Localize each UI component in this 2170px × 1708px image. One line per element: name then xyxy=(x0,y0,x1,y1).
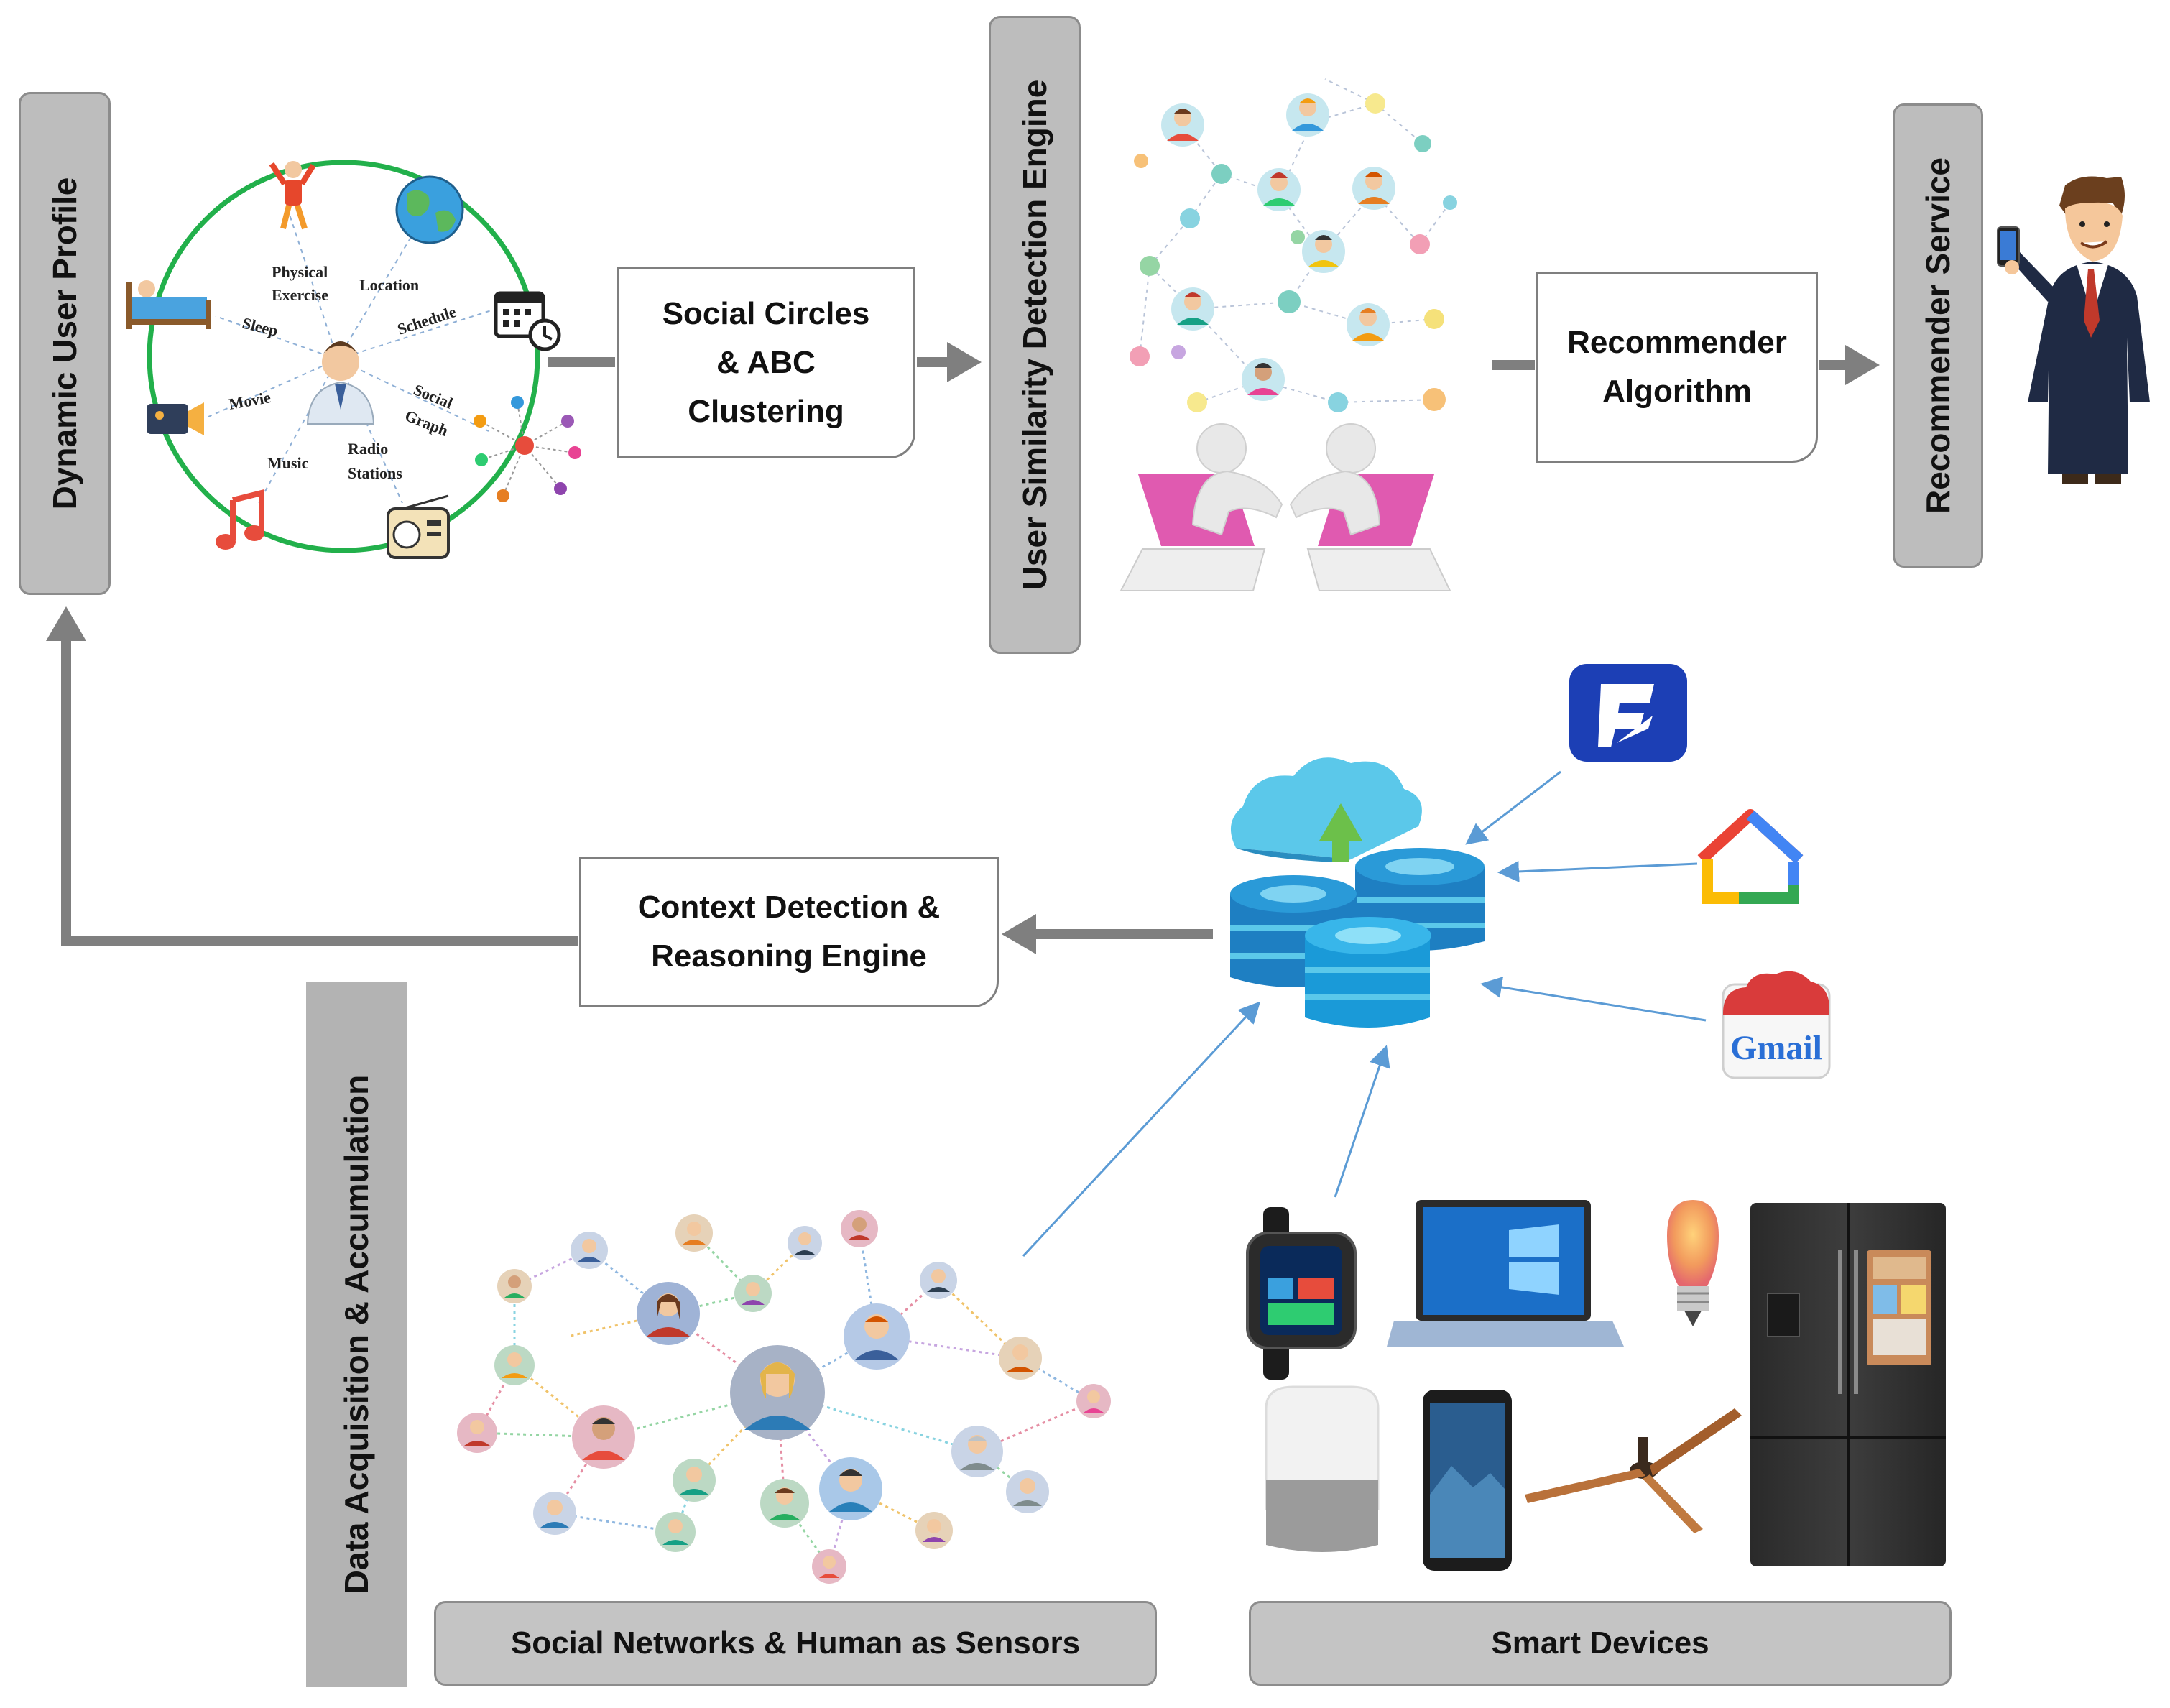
context-exercise: Exercise xyxy=(272,286,328,304)
data-acquisition-box: Data Acquisition & Accumulation xyxy=(306,982,407,1687)
user-similarity-engine-box: User Similarity Detection Engine xyxy=(989,16,1081,654)
user-profile-illustration: Physical Exercise Location Schedule Slee… xyxy=(126,160,581,559)
handshake-icon xyxy=(1119,423,1451,591)
social-networks-box: Social Networks & Human as Sensors xyxy=(434,1601,1157,1686)
flow-arrow-algorithm-to-service xyxy=(1819,345,1880,385)
context-location: Location xyxy=(359,276,419,294)
social-networks-label: Social Networks & Human as Sensors xyxy=(510,1625,1081,1661)
network-people-nodes xyxy=(457,1210,1111,1584)
context-engine-label: Context Detection & Reasoning Engine xyxy=(637,889,941,974)
network-people-icons xyxy=(1161,93,1395,401)
context-radio: Radio xyxy=(348,440,388,458)
music-note-icon xyxy=(216,489,264,550)
businessman-icon xyxy=(1997,176,2150,484)
smartphone-icon xyxy=(1423,1390,1512,1571)
social-circles-box: Social Circles & ABC Clustering xyxy=(617,267,915,458)
context-schedule: Schedule xyxy=(395,303,458,338)
ceiling-fan-icon xyxy=(1525,1408,1742,1533)
laptop-icon xyxy=(1387,1200,1624,1347)
globe-icon xyxy=(395,175,464,244)
gmail-logo-text: Gmail xyxy=(1730,1029,1822,1067)
data-arrows xyxy=(1022,770,1707,1257)
smart-bulb-icon xyxy=(1667,1200,1719,1326)
smart-devices-label: Smart Devices xyxy=(1491,1625,1709,1661)
cloud-database-icon xyxy=(1230,757,1485,1028)
context-movie: Movie xyxy=(228,388,272,413)
calendar-icon xyxy=(494,291,561,351)
context-physical: Physical xyxy=(272,263,328,281)
user-avatar-icon xyxy=(306,341,375,425)
social-graph-icon xyxy=(474,396,581,502)
bed-icon xyxy=(126,280,211,329)
google-home-icon xyxy=(1697,809,1804,904)
smart-fridge-icon xyxy=(1750,1203,1946,1566)
similarity-network-illustration xyxy=(1119,78,1457,591)
context-engine-box: Context Detection & Reasoning Engine xyxy=(579,857,999,1007)
exercise-icon xyxy=(269,161,316,230)
dynamic-user-profile-box: Dynamic User Profile xyxy=(19,92,111,595)
smartwatch-icon xyxy=(1246,1207,1357,1380)
flow-arrow-circles-to-similarity xyxy=(917,342,982,382)
recommender-algorithm-label: Recommender Algorithm xyxy=(1567,324,1787,409)
radio-icon xyxy=(387,494,450,559)
context-music: Music xyxy=(267,454,309,472)
context-stations: Stations xyxy=(348,464,402,482)
context-social: Social xyxy=(411,380,456,412)
smart-devices-box: Smart Devices xyxy=(1249,1601,1952,1686)
context-sleep: Sleep xyxy=(241,314,280,340)
flow-arrow-database-to-context xyxy=(1002,914,1213,954)
flow-arrow-context-to-profile xyxy=(46,606,578,946)
video-camera-icon xyxy=(147,402,204,435)
context-graph: Graph xyxy=(402,406,451,440)
social-circles-label: Social Circles & ABC Clustering xyxy=(662,295,870,430)
recommender-service-box: Recommender Service xyxy=(1893,103,1983,568)
recommender-algorithm-box: Recommender Algorithm xyxy=(1536,272,1818,463)
gmail-icon: Gmail xyxy=(1722,971,1831,1079)
foursquare-icon xyxy=(1569,664,1687,762)
social-network-illustration xyxy=(457,1210,1111,1584)
smart-speaker-icon xyxy=(1265,1385,1380,1552)
